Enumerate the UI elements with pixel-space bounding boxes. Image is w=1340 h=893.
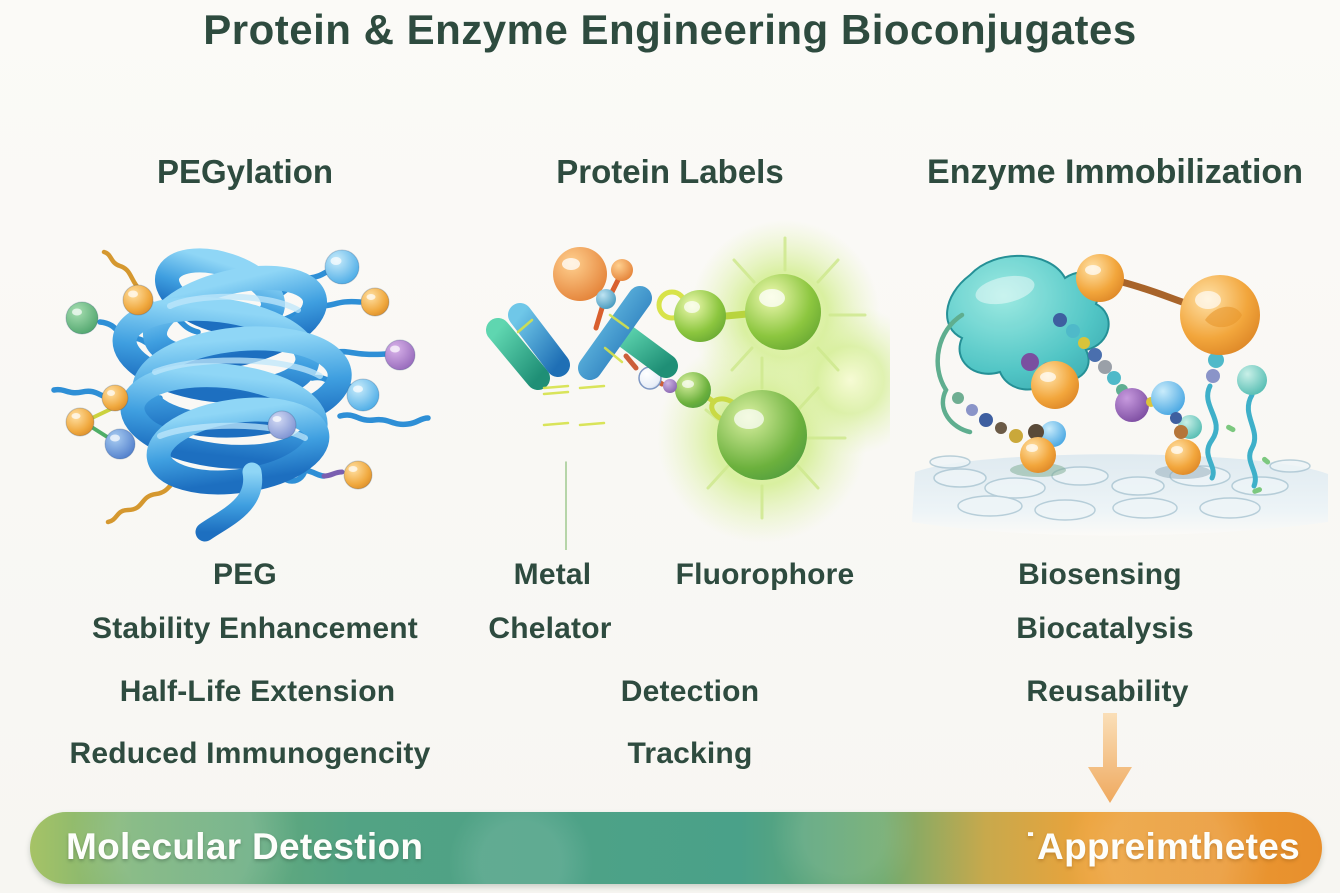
pegylated-protein-illustration <box>51 248 431 542</box>
banner-left-label: Molecular Detestion <box>66 826 424 867</box>
label-stability-enhancement: Stability Enhancement <box>92 612 418 645</box>
enzyme-blob <box>946 254 1110 391</box>
label-detection: Detection <box>620 675 760 708</box>
fluorophore-spheres <box>674 274 821 480</box>
banner-right-label: ˙Appreimthetes <box>1024 826 1300 867</box>
column-header-protein-labels: Protein Labels <box>556 153 784 190</box>
label-reusability: Reusability <box>1026 675 1189 708</box>
label-chelator: Chelator <box>488 612 612 645</box>
enzyme-spheres <box>1028 254 1267 447</box>
down-arrow-icon <box>1088 713 1132 803</box>
antibody-fluorophore-illustration <box>486 220 890 550</box>
label-tracking: Tracking <box>627 737 753 770</box>
label-metal: Metal <box>513 558 592 591</box>
right-bead-chain <box>1206 352 1224 383</box>
protein-coil <box>112 248 352 542</box>
page-title: Protein & Enzyme Engineering Bioconjugat… <box>203 6 1137 53</box>
column-header-enzyme-immobilization: Enzyme Immobilization <box>927 153 1303 191</box>
immobilized-enzyme-illustration <box>912 254 1328 536</box>
label-biosensing: Biosensing <box>1018 558 1182 591</box>
metal-chelator-group <box>553 247 633 331</box>
label-peg: PEG <box>213 558 277 591</box>
bottom-banner: Molecular Detestion ˙Appreimthetes <box>30 812 1322 884</box>
antibody <box>486 286 678 550</box>
label-biocatalysis: Biocatalysis <box>1016 612 1194 645</box>
label-half-life-extension: Half-Life Extension <box>119 675 396 708</box>
support-surface <box>912 454 1328 536</box>
label-fluorophore: Fluorophore <box>675 558 855 591</box>
sphere-highlights <box>71 257 400 472</box>
column-header-pegylation: PEGylation <box>156 153 334 190</box>
surface-anchors <box>1010 437 1211 479</box>
label-reduced-immunogencity: Reduced Immunogencity <box>69 737 431 770</box>
leaf-bits <box>1226 424 1271 494</box>
